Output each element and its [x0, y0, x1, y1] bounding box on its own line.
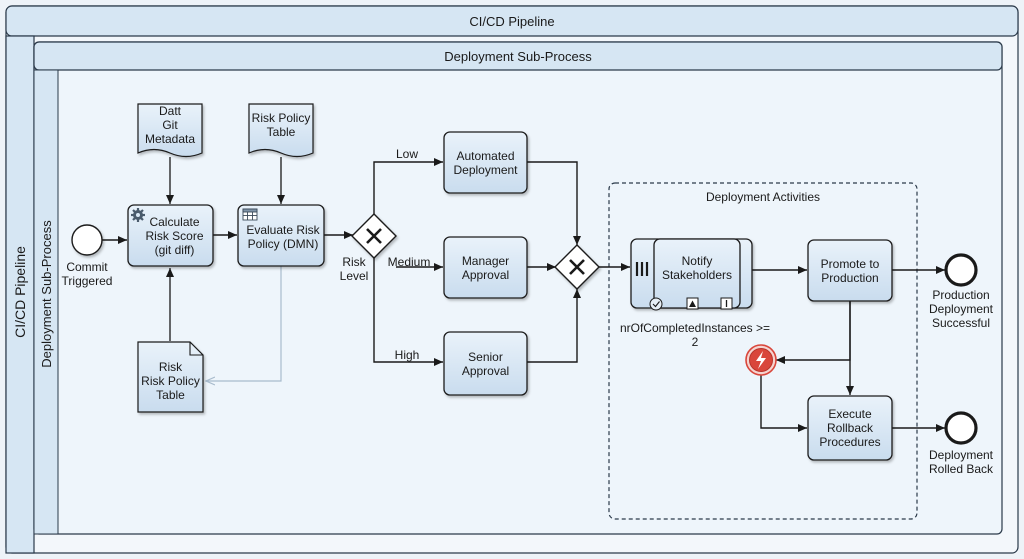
risk-level-gateway[interactable]: [351, 213, 397, 259]
risk-policy-data-label: Risk Risk Policy Table: [141, 360, 200, 402]
pool-title: CI/CD Pipeline: [469, 13, 555, 29]
task-calculate-risk[interactable]: [127, 204, 214, 267]
gear-icon: [131, 208, 145, 222]
error-event-icon[interactable]: [745, 344, 777, 376]
end-event-success[interactable]: [944, 253, 978, 287]
subprocess-side-lane: [33, 69, 59, 535]
execute-rollback-label: Execute Rollback Procedures: [819, 407, 881, 449]
data-object-fold: [189, 342, 203, 356]
flow-promote-to-error: [776, 301, 851, 364]
end-rollback-label: Deployment Rolled Back: [928, 448, 994, 476]
promote-production-label: Promote to Production: [820, 256, 880, 285]
risk-policy-data-object: [137, 341, 204, 413]
loop-icon: [720, 297, 733, 310]
flow-medium-label: Medium: [387, 255, 431, 269]
task-automated-deployment[interactable]: [443, 131, 528, 194]
compensation-icon: [686, 297, 699, 310]
pool-side-lane: [5, 35, 35, 554]
subprocess-header: [33, 41, 1003, 71]
flow-high-label: High: [394, 348, 420, 362]
group-title: Deployment Activities: [705, 190, 821, 204]
pool-header: [5, 5, 1019, 37]
parallel-multi-instance-icon: [635, 262, 649, 276]
risk-policy-table-datastore: [248, 103, 314, 158]
flow-low: [373, 158, 443, 215]
manager-approval-label: Manager Approval: [461, 253, 510, 282]
task-execute-rollback[interactable]: [807, 395, 893, 461]
git-metadata-datastore: [137, 103, 203, 158]
task-evaluate-policy[interactable]: [237, 204, 325, 267]
start-event-label: Commit Triggered: [61, 260, 113, 288]
git-metadata-label: Datt Git Metadata: [144, 104, 196, 146]
check-icon: [649, 297, 663, 311]
task-senior-approval[interactable]: [443, 331, 528, 396]
risk-policy-table-label: Risk Policy Table: [251, 111, 311, 139]
merge-gateway[interactable]: [554, 244, 600, 290]
table-icon: [242, 208, 258, 221]
deployment-activities-group: [608, 182, 918, 520]
subprocess-side-title: Deployment Sub-Process: [38, 220, 54, 368]
completion-condition-label: nrOfCompletedInstances >= 2: [619, 321, 771, 349]
automated-deployment-label: Automated Deployment: [453, 148, 518, 177]
calculate-risk-label: Calculate Risk Score (git diff): [145, 215, 204, 257]
start-event[interactable]: [71, 224, 103, 256]
task-manager-approval[interactable]: [443, 236, 528, 299]
subprocess-title: Deployment Sub-Process: [444, 48, 592, 64]
flow-error-to-rollback: [760, 375, 807, 432]
end-success-label: Production Deployment Successful: [928, 288, 994, 330]
assoc-evaluate-to-riskdoc: [206, 266, 282, 381]
senior-approval-label: Senior Approval: [461, 349, 510, 378]
task-promote-production[interactable]: [807, 239, 893, 302]
flow-low-label: Low: [395, 147, 418, 161]
notify-stakeholders-label: Notify Stakeholders: [661, 254, 733, 282]
pool-side-title: CI/CD Pipeline: [12, 246, 28, 338]
flow-senior-to-merge: [527, 289, 581, 363]
end-event-rollback[interactable]: [944, 411, 978, 445]
risk-level-label: Risk Level: [339, 255, 369, 283]
flow-automated-to-merge: [527, 161, 581, 245]
evaluate-policy-label: Evaluate Risk Policy (DMN): [246, 223, 320, 251]
flow-high: [373, 257, 443, 366]
